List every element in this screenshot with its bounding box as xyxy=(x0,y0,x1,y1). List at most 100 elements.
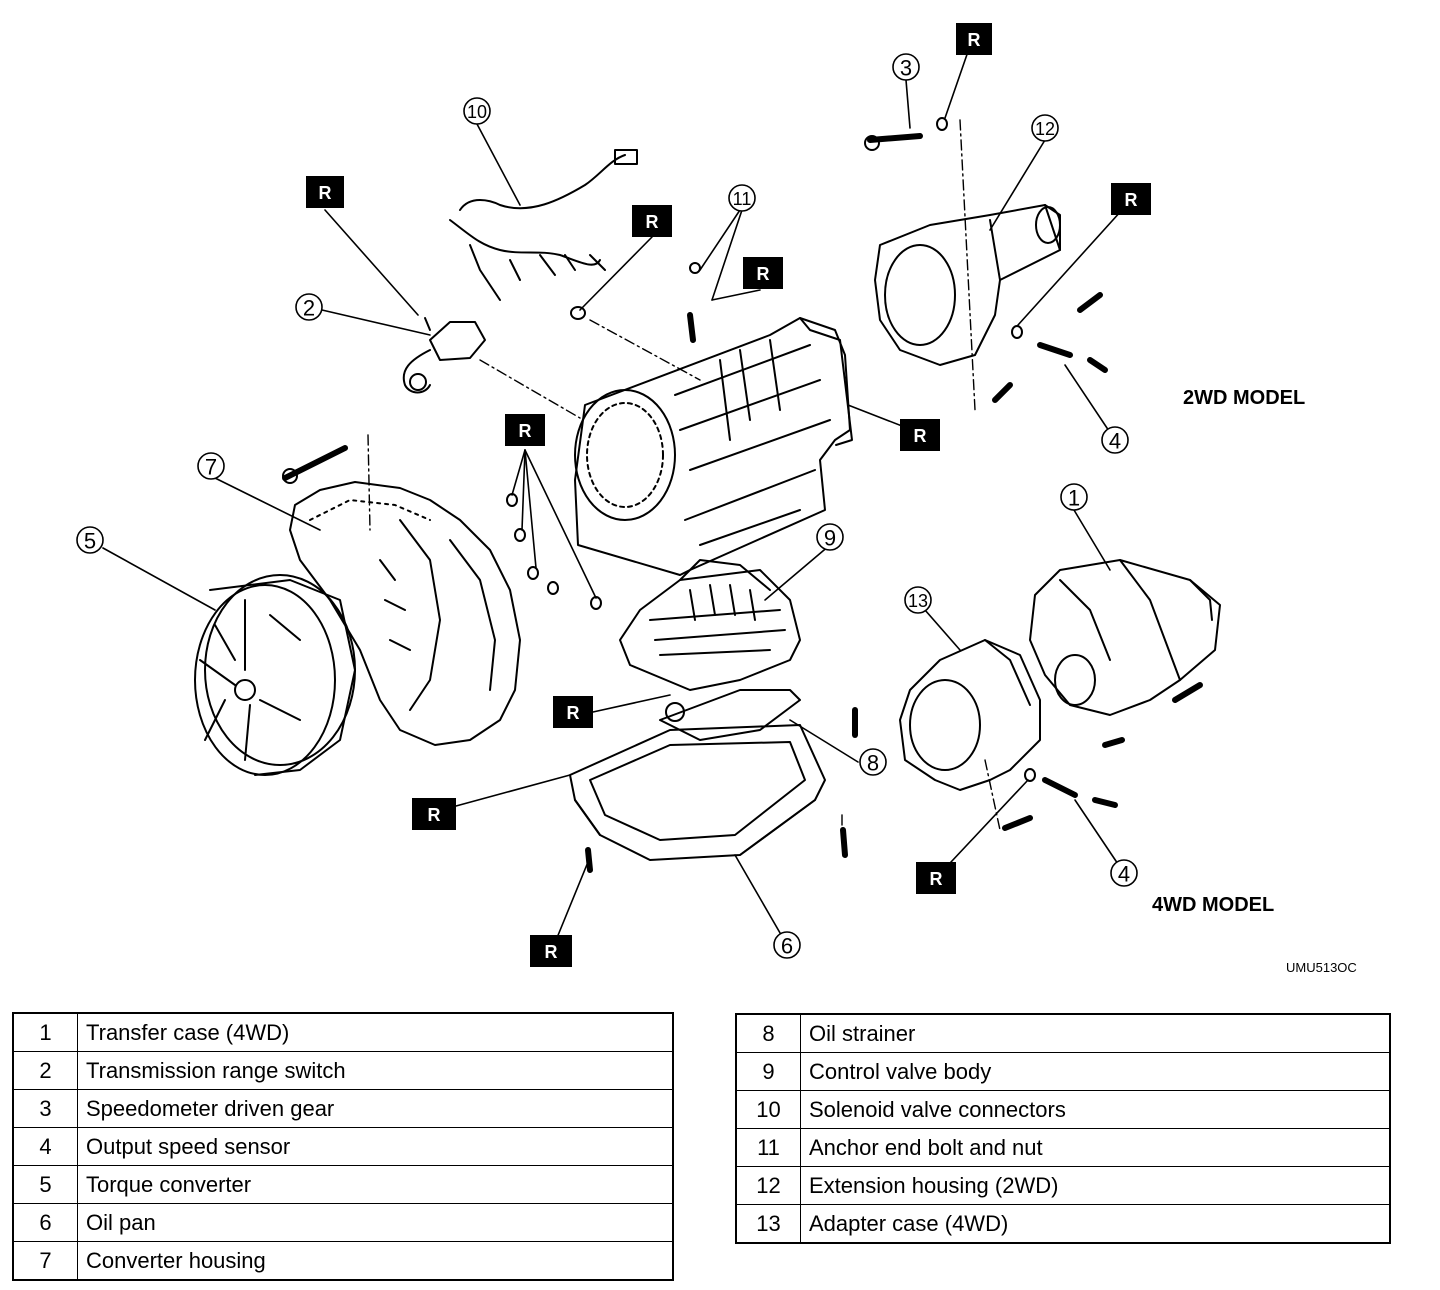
callout-1 xyxy=(1060,483,1088,511)
callout-1-label: 1 xyxy=(1068,486,1080,511)
part-name: Solenoid valve connectors xyxy=(800,1090,1391,1129)
r-marker-3 xyxy=(632,205,672,237)
range-switch-drawing xyxy=(402,321,486,394)
part-name: Oil strainer xyxy=(800,1013,1391,1053)
transmission-case-drawing xyxy=(574,317,853,576)
callout-13-label: 13 xyxy=(908,591,928,611)
alignment-lines xyxy=(367,119,1001,831)
converter-housing-drawing xyxy=(289,481,521,746)
part-number: 2 xyxy=(12,1051,78,1090)
exploded-transmission-diagram: 1 2 3 4 4 5 6 7 8 9 10 11 12 13 R R R R … xyxy=(76,23,1357,975)
diagram-shape xyxy=(614,149,638,165)
part-name: Output speed sensor xyxy=(77,1127,674,1166)
callout-8-label: 8 xyxy=(867,751,879,776)
r-marker-2 xyxy=(306,176,344,208)
callout-2-label: 2 xyxy=(303,296,315,321)
leader-lines xyxy=(102,39,1132,951)
callout-8 xyxy=(859,748,887,776)
diagram-label: R xyxy=(545,942,558,962)
model-label-4wd: 4WD MODEL xyxy=(1152,894,1274,916)
callout-12-label: 12 xyxy=(1035,119,1055,139)
diagram-label: R xyxy=(968,30,981,50)
replace-marker-labels: R R R R R R R R R R R xyxy=(319,30,1138,962)
callout-2 xyxy=(295,293,323,321)
r-marker-5 xyxy=(1111,183,1151,215)
diagram-shape xyxy=(409,373,427,391)
callout-7-label: 7 xyxy=(205,455,217,480)
callout-7 xyxy=(197,452,225,480)
part-number: 9 xyxy=(735,1052,801,1091)
diagram-label: R xyxy=(319,183,332,203)
diagram-label: R xyxy=(519,421,532,441)
r-marker-4 xyxy=(743,257,783,289)
callout-4-4wd xyxy=(1110,859,1138,887)
part-number: 12 xyxy=(735,1166,801,1205)
callout-10-label: 10 xyxy=(467,102,487,122)
callout-3-label: 3 xyxy=(900,56,912,81)
part-name: Speedometer driven gear xyxy=(77,1089,674,1128)
diagram-shape xyxy=(665,702,685,722)
diagram-shape xyxy=(234,679,256,701)
part-number: 7 xyxy=(12,1241,78,1281)
part-number: 11 xyxy=(735,1128,801,1167)
callout-12 xyxy=(1031,114,1059,142)
callout-4-4wd-label: 4 xyxy=(1118,862,1130,887)
part-number: 6 xyxy=(12,1203,78,1242)
r-marker-1 xyxy=(956,23,992,55)
callout-11-label: 11 xyxy=(733,189,752,209)
callout-9-label: 9 xyxy=(824,526,836,551)
diagram-label: R xyxy=(930,869,943,889)
solenoid-connector-harness-drawing xyxy=(449,149,638,301)
model-label-2wd: 2WD MODEL xyxy=(1183,387,1305,409)
callout-numbers: 1 2 3 4 4 5 6 7 8 9 10 11 12 13 xyxy=(84,56,1130,959)
callout-6 xyxy=(773,931,801,959)
r-marker-9 xyxy=(412,798,456,830)
part-name: Converter housing xyxy=(77,1241,674,1281)
part-name: Transfer case (4WD) xyxy=(77,1012,674,1052)
diagram-shape xyxy=(689,262,701,274)
part-name: Adapter case (4WD) xyxy=(800,1204,1391,1244)
transfer-case-drawing xyxy=(1029,559,1221,716)
part-number: 5 xyxy=(12,1165,78,1204)
part-number: 8 xyxy=(735,1013,801,1053)
oil-pan-drawing xyxy=(569,724,826,861)
part-number: 10 xyxy=(735,1090,801,1129)
r-marker-10 xyxy=(916,862,956,894)
diagram-label: R xyxy=(428,805,441,825)
control-valve-body-drawing xyxy=(619,559,801,691)
diagram-label: R xyxy=(646,212,659,232)
callout-circles xyxy=(76,53,1138,959)
callout-9 xyxy=(816,523,844,551)
part-name: Torque converter xyxy=(77,1165,674,1204)
small-hardware-drawing xyxy=(282,117,1203,873)
oil-strainer-drawing xyxy=(659,689,801,741)
part-number: 4 xyxy=(12,1127,78,1166)
part-number: 3 xyxy=(12,1089,78,1128)
callout-4-2wd-label: 4 xyxy=(1109,429,1121,454)
diagram-label: R xyxy=(914,426,927,446)
torque-converter-drawing xyxy=(194,574,356,776)
r-marker-11 xyxy=(530,935,572,967)
part-number: 13 xyxy=(735,1204,801,1244)
adapter-case-drawing xyxy=(899,639,1041,791)
r-marker-7 xyxy=(505,414,545,446)
callout-4-2wd xyxy=(1101,426,1129,454)
callout-11 xyxy=(728,184,756,212)
part-name: Oil pan xyxy=(77,1203,674,1242)
diagram-shape xyxy=(282,468,298,484)
callout-3 xyxy=(892,53,920,81)
part-name: Control valve body xyxy=(800,1052,1391,1091)
r-marker-6 xyxy=(900,419,940,451)
